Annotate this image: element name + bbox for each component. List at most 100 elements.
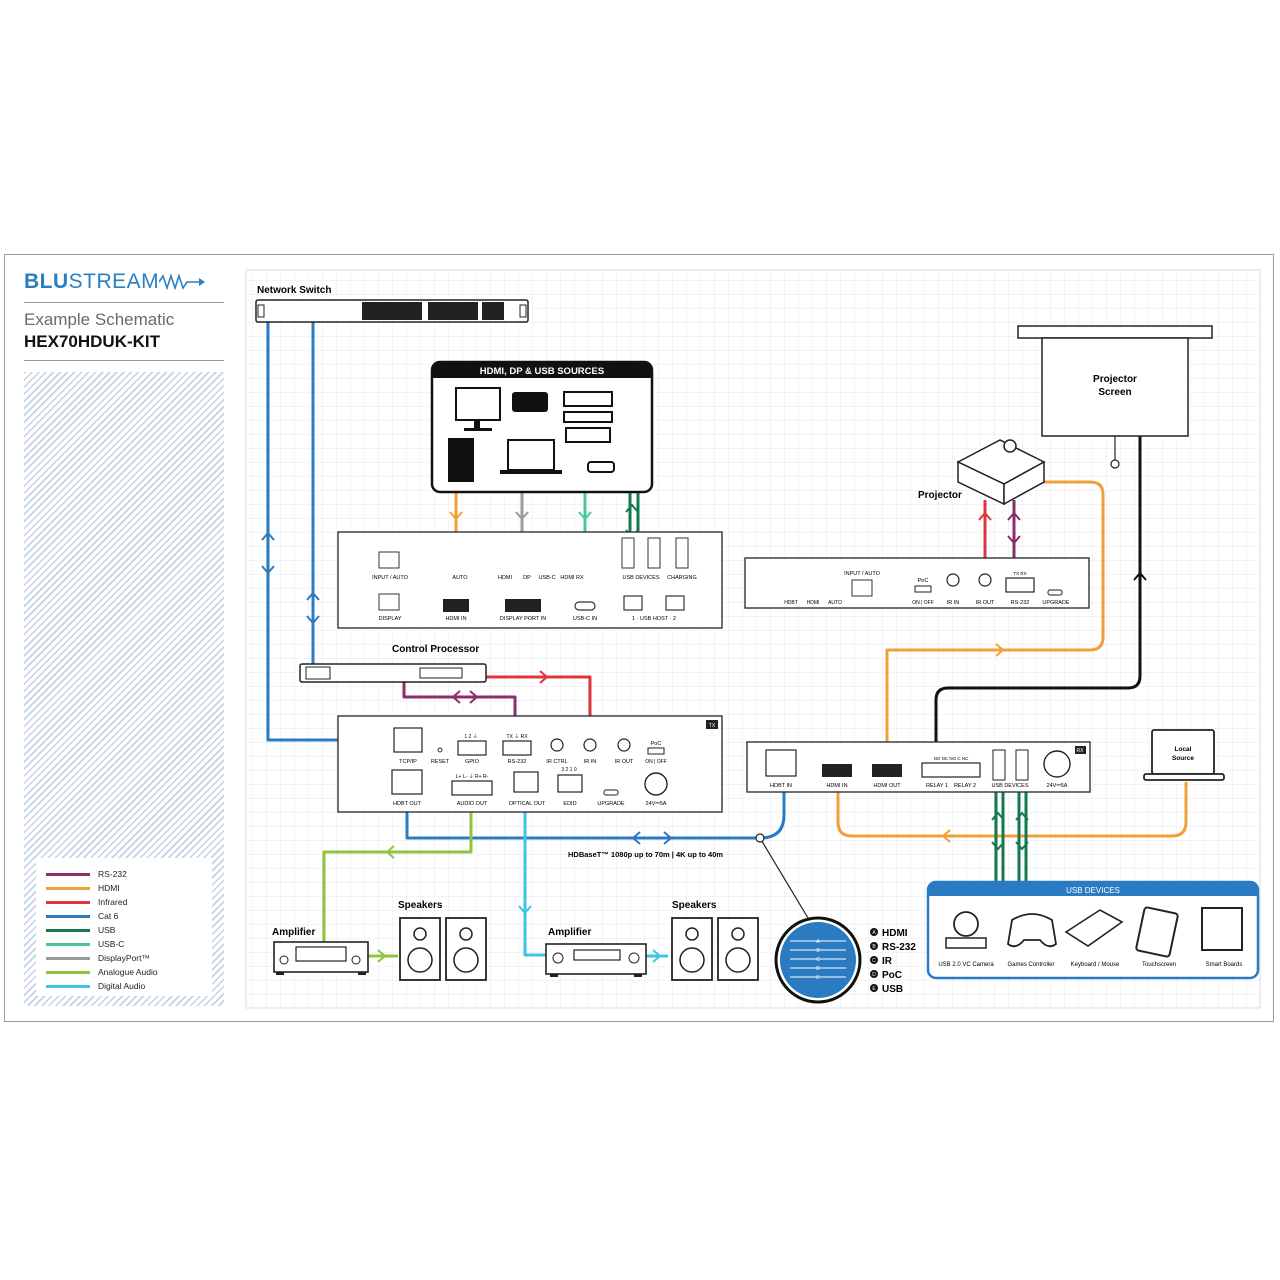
relay-to-screen <box>934 338 1142 766</box>
input-auto-button[interactable] <box>378 551 400 569</box>
conductor-label: RS-232 <box>882 942 916 953</box>
analogue-audio-cable <box>322 805 473 944</box>
amp-right-display <box>573 949 621 961</box>
relay-terminal[interactable] <box>921 762 981 778</box>
brand-name-bold: BLU <box>24 270 69 293</box>
projector-label: Projector <box>918 490 962 501</box>
network-switch[interactable] <box>255 299 529 323</box>
panel-ir-in-jack[interactable] <box>946 573 960 587</box>
audio-out-terminal[interactable] <box>451 780 493 796</box>
poc-on-off-label: ON | OFF <box>645 759 667 765</box>
ir-ctrl-jack[interactable] <box>550 738 564 752</box>
ir-in-jack[interactable] <box>583 738 597 752</box>
usb-host-label: 1 · USB HOST · 2 <box>632 616 676 622</box>
control-processor[interactable] <box>299 663 487 683</box>
panel-poc-switch[interactable] <box>914 585 932 593</box>
conductor-letter: A <box>816 939 820 945</box>
bullet-icon <box>870 928 878 936</box>
panel-input-auto-label: INPUT / AUTO <box>844 571 881 577</box>
conductor-label: USB <box>882 984 903 995</box>
sources-title: HDMI, DP & USB SOURCES <box>480 366 604 377</box>
bullet-icon <box>870 970 878 978</box>
bullet-icon <box>870 956 878 964</box>
legend-swatch <box>46 872 90 876</box>
usb-device-label: USB 2.0 VC Camera <box>938 962 994 968</box>
bullet-letter: B <box>872 944 876 950</box>
panel-led-label: AUTO <box>828 600 842 606</box>
usb-host-port[interactable] <box>665 595 685 611</box>
rx-hdmi-out-port[interactable] <box>872 764 902 777</box>
edid-dip-switch[interactable] <box>557 774 583 793</box>
bullet-icon <box>870 942 878 950</box>
amp-foot <box>358 972 366 975</box>
rx-power-connector[interactable] <box>1043 750 1071 778</box>
hdmi-in-label: HDMI IN <box>445 616 466 622</box>
rx-hdmi-in-port[interactable] <box>822 764 852 777</box>
rs232-terminal[interactable] <box>502 740 532 756</box>
hdbt-in-port[interactable] <box>765 749 797 777</box>
projector-screen: Projector Screen <box>1017 325 1213 469</box>
panel-input-auto-button[interactable] <box>851 579 873 597</box>
speakers-right-label: Speakers <box>672 900 717 911</box>
conductor-letter: C <box>816 957 820 963</box>
panel-rs232-pins-label: TX RX <box>1013 571 1026 576</box>
bullet-icon <box>870 984 878 992</box>
projector-side <box>1003 460 1045 506</box>
chevron-icon <box>539 670 549 684</box>
hdbaset-label: HDBaseT™ 1080p up to 70m | 4K up to 40m <box>568 850 723 859</box>
amp-right-knob <box>628 952 640 964</box>
callout-conductors <box>790 940 846 978</box>
usb-charging-port[interactable] <box>675 537 689 569</box>
ir-out-jack[interactable] <box>617 738 631 752</box>
legend-item: USB-C <box>46 938 124 950</box>
poc-switch[interactable] <box>647 747 665 755</box>
laptop-icon <box>507 439 555 471</box>
usbc-in-port[interactable] <box>574 601 596 611</box>
keyboard-icon <box>1064 909 1124 947</box>
led-label: HDMI <box>498 575 513 581</box>
conductor-letter: E <box>816 975 820 981</box>
panel-upgrade-label: UPGRADE <box>1042 600 1070 606</box>
power-connector[interactable] <box>644 772 668 796</box>
legend-swatch <box>46 970 90 974</box>
hdbaset-cable-callout: A B C D E A B C D E HDMI RS-232 IR PoC U… <box>755 833 916 1004</box>
displayport-in-port[interactable] <box>505 599 541 612</box>
legend-item: Analogue Audio <box>46 966 158 978</box>
tcpip-port[interactable] <box>393 727 423 753</box>
usb-device-port[interactable] <box>647 537 661 569</box>
reset-button[interactable] <box>437 747 443 753</box>
screen-surface <box>1041 337 1189 437</box>
hdbt-out-port[interactable] <box>391 769 423 795</box>
panel-ir-out-jack[interactable] <box>978 573 992 587</box>
legend-swatch <box>46 956 90 960</box>
hdmi-in-port[interactable] <box>443 599 469 612</box>
panel-rs232-terminal[interactable] <box>1005 577 1035 593</box>
rack-ear-left <box>257 304 265 318</box>
conductor-letter: B <box>816 948 820 954</box>
panel-upgrade-port[interactable] <box>1047 589 1063 596</box>
screen-label-line2: Screen <box>1098 387 1131 398</box>
audio-out-label: AUDIO OUT <box>457 801 488 807</box>
amp-foot <box>634 974 642 977</box>
usb-devices-label: USB DEVICES <box>623 575 660 581</box>
rx-usb-port[interactable] <box>992 749 1006 781</box>
rx-usb-port[interactable] <box>1015 749 1029 781</box>
legend-item: Cat 6 <box>46 910 118 922</box>
upgrade-port[interactable] <box>603 789 619 796</box>
reset-label: RESET <box>431 759 450 765</box>
optical-out-port[interactable] <box>513 771 539 793</box>
gpio-terminal[interactable] <box>457 740 487 756</box>
sources-panel: HDMI, DP & USB SOURCES <box>430 360 654 494</box>
legend-swatch <box>46 984 90 988</box>
model-title: HEX70HDUK-KIT <box>24 332 161 351</box>
legend-label: HDMI <box>98 883 120 893</box>
touchscreen-icon <box>1135 906 1179 958</box>
display-button[interactable] <box>378 593 400 611</box>
usb-host-port[interactable] <box>623 595 643 611</box>
usb-device-port[interactable] <box>621 537 635 569</box>
rx-tag-label: RX <box>1077 748 1085 754</box>
legend-label: Analogue Audio <box>98 967 158 977</box>
source-switcher: INPUT / AUTO DISPLAY AUTO HDMI DP USB-C … <box>337 531 723 629</box>
panel-ir-out-label: IR OUT <box>976 600 995 606</box>
